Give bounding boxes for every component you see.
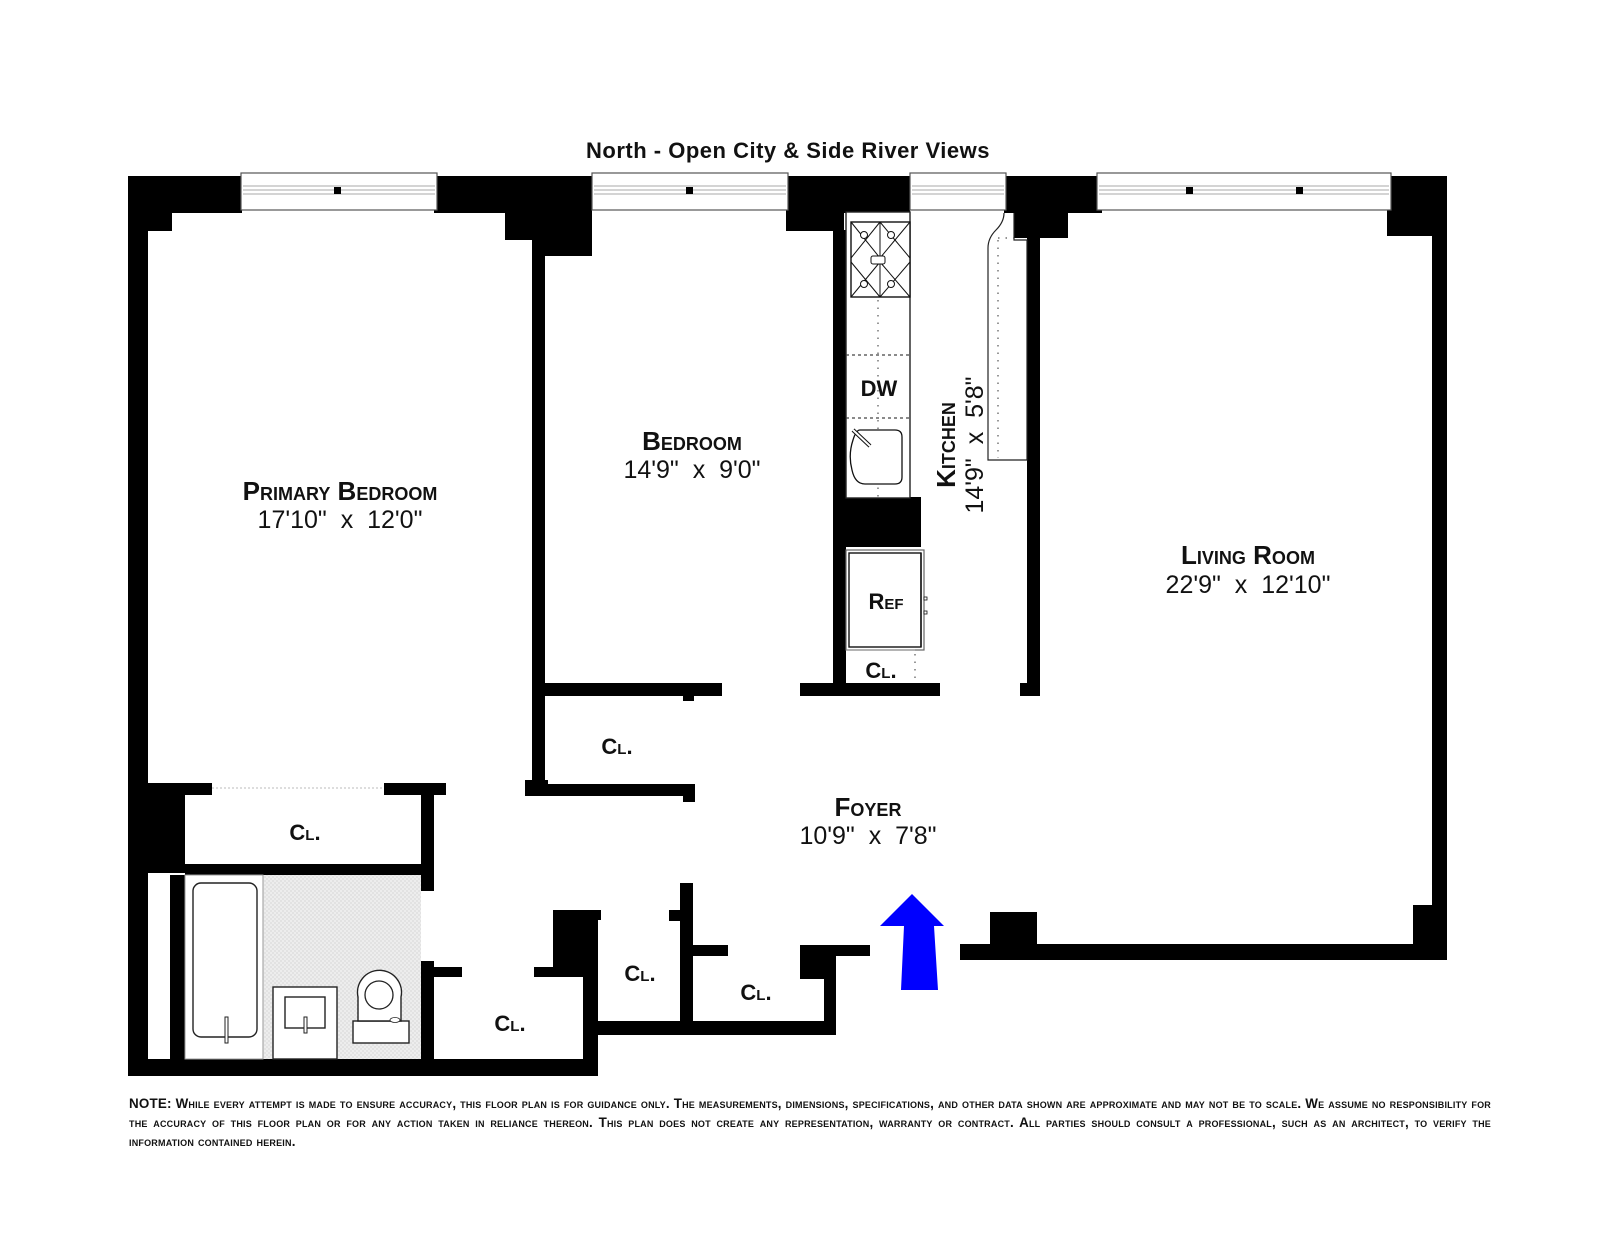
bathtub-icon <box>192 882 258 1044</box>
room-foyer: Foyer 10'9" x 7'8" <box>799 792 936 850</box>
refrigerator-icon <box>845 549 928 651</box>
bath-hall-closet-label: Cl. <box>494 1011 525 1036</box>
toilet-icon <box>352 969 410 1044</box>
room-name: Bedroom <box>642 426 742 456</box>
window-living-room <box>1096 172 1392 211</box>
room-name: Primary Bedroom <box>243 476 438 506</box>
sink-icon <box>849 428 903 485</box>
room-name: Foyer <box>835 792 902 822</box>
windows <box>240 172 1392 211</box>
room-dimensions: 22'9" x 12'10" <box>1166 571 1331 599</box>
orientation-label: North - Open City & Side River Views <box>586 138 990 163</box>
interior-walls <box>128 230 1040 1076</box>
room-bedroom: Bedroom 14'9" x 9'0" <box>623 426 760 484</box>
kitchen-closet-label: Cl. <box>865 658 896 683</box>
exterior-walls <box>128 176 1447 1076</box>
room-name: Living Room <box>1181 540 1315 570</box>
vanity-sink-icon <box>272 986 338 1060</box>
dishwasher-label: DW <box>861 376 898 401</box>
kitchen-side-counter <box>987 212 1028 461</box>
room-dimensions: 10'9" x 7'8" <box>799 822 936 850</box>
window-bedroom <box>591 172 789 211</box>
room-dimensions: 17'10" x 12'0" <box>258 506 423 534</box>
stove-icon <box>850 221 911 298</box>
window-primary-bedroom <box>240 172 438 211</box>
room-kitchen: Kitchen 14'9" x 5'8" <box>931 376 989 513</box>
room-dimensions: 14'9" x 5'8" <box>961 376 989 513</box>
refrigerator-label: Ref <box>868 589 903 614</box>
entry-arrow-icon <box>880 894 944 990</box>
disclaimer-note: NOTE: While every attempt is made to ens… <box>129 1096 1491 1149</box>
room-dimensions: 14'9" x 9'0" <box>623 456 760 484</box>
room-primary-bedroom: Primary Bedroom 17'10" x 12'0" <box>243 476 438 534</box>
room-name: Kitchen <box>931 402 961 488</box>
window-kitchen <box>909 172 1007 211</box>
room-living-room: Living Room 22'9" x 12'10" <box>1166 540 1331 599</box>
foyer-closet-left-label: Cl. <box>624 961 655 986</box>
foyer-closet-right-label: Cl. <box>740 980 771 1005</box>
primary-bedroom-closet-label: Cl. <box>289 820 320 845</box>
bathroom <box>184 874 421 1060</box>
bedroom-closet-label: Cl. <box>601 734 632 759</box>
